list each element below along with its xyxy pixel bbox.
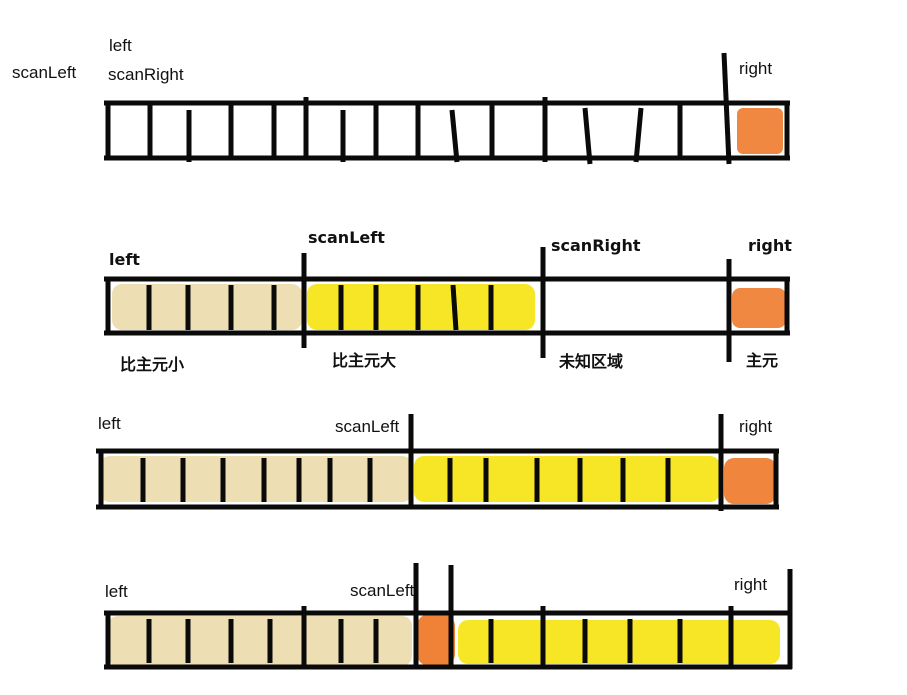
label-scanRight: scanRight: [551, 236, 641, 255]
label-left: left: [98, 414, 121, 433]
larger-region-fill: [307, 284, 535, 330]
region-smaller-caption: 比主元小: [120, 355, 184, 374]
stage-3: left scanLeft right: [96, 414, 779, 511]
label-scanLeft: scanLeft: [350, 581, 415, 600]
region-unknown-caption: 未知区域: [558, 352, 623, 371]
smaller-region-fill: [112, 284, 302, 330]
array-bar: [104, 52, 790, 165]
label-scanRight: scanRight: [108, 65, 184, 84]
region-pivot-caption: 主元: [746, 351, 778, 370]
label-right: right: [739, 417, 772, 436]
stage-1: scanLeft left scanRight right: [12, 36, 790, 165]
stage-4: left scanLeft right: [104, 563, 793, 670]
pivot-cell-fill: [724, 458, 776, 504]
array-bar: [104, 563, 793, 670]
label-right: right: [734, 575, 767, 594]
stage-2: left scanLeft scanRight right 比主元小 比主元大 …: [104, 228, 792, 374]
label-scanLeft: scanLeft: [308, 228, 385, 247]
smaller-region-fill: [100, 456, 412, 502]
label-right: right: [748, 236, 792, 255]
region-larger-caption: 比主元大: [332, 351, 396, 370]
label-left: left: [109, 250, 140, 269]
pivot-cell-fill: [732, 288, 786, 328]
label-left: left: [105, 582, 128, 601]
label-right: right: [739, 59, 772, 78]
array-bar: [104, 247, 790, 362]
label-left: left: [109, 36, 132, 55]
pivot-cell-fill: [737, 108, 783, 154]
swapped-pivot-fill: [417, 614, 455, 666]
larger-region-fill: [414, 456, 720, 502]
array-bar: [96, 414, 779, 511]
larger-region-fill: [458, 620, 780, 664]
label-scanLeft: scanLeft: [12, 63, 77, 82]
smaller-region-fill: [108, 616, 412, 666]
label-scanLeft: scanLeft: [335, 417, 400, 436]
